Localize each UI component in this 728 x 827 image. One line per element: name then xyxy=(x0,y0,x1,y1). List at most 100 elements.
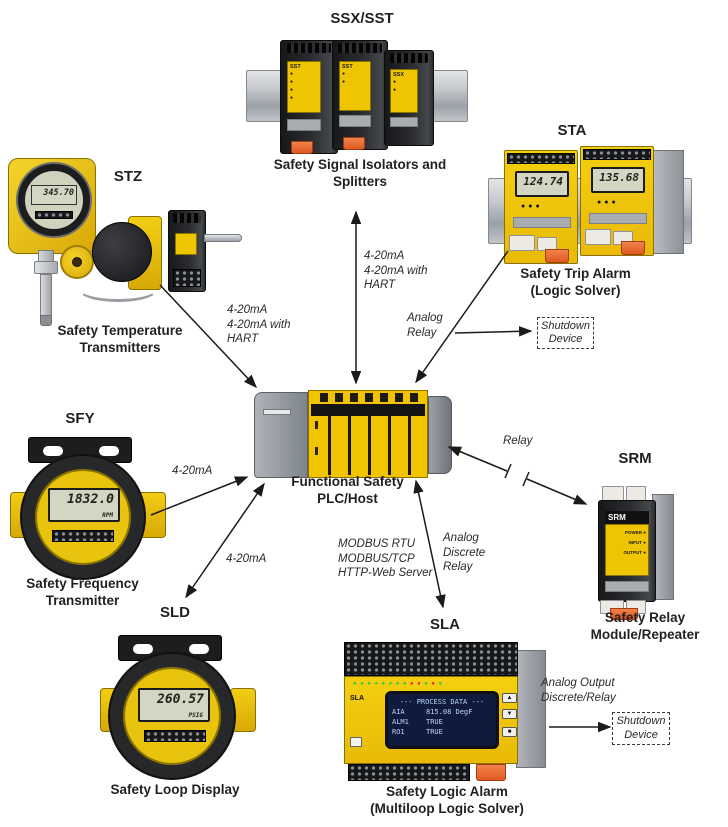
stz-cylinder-body xyxy=(92,222,152,282)
sta-caption: Safety Trip Alarm(Logic Solver) xyxy=(520,266,631,298)
relay-contact-tick-1 xyxy=(504,463,512,479)
sta-module-1-display: 124.74 xyxy=(515,171,569,197)
ssx-module-1-label: SST ●●●● xyxy=(287,61,321,113)
stz-puck-transmitter xyxy=(60,245,94,279)
sla-device-image: ●●●●●●●●●●●●● SLA --- PROCESS DATA --- A… xyxy=(340,636,550,784)
sta-module-1: 124.74 ●●● xyxy=(504,150,578,264)
sla-display-header: --- PROCESS DATA --- xyxy=(399,698,485,706)
plc-vents xyxy=(313,393,423,402)
sla-front-panel: ●●●●●●●●●●●●● SLA --- PROCESS DATA --- A… xyxy=(344,676,518,764)
arrow-sta-shutdown xyxy=(454,326,533,337)
sta-module-2-clip xyxy=(621,241,645,255)
sla-clip xyxy=(476,764,506,781)
ssx-module-3-leds: ●● xyxy=(393,79,399,94)
plc-device-image xyxy=(254,388,454,482)
stz-chain xyxy=(78,276,158,302)
sla-top-terminals xyxy=(344,642,518,676)
sld-bracket-hole-2 xyxy=(189,644,209,654)
plc-cpu-slot-1 xyxy=(315,421,318,429)
ssx-module-2-name: SST xyxy=(342,64,353,70)
ssx-module-1-leds: ●●●● xyxy=(290,71,296,102)
arrow-plc-srm-left xyxy=(447,446,508,472)
sld-conduit-hub-right xyxy=(230,688,256,732)
stz-probe-tube xyxy=(40,274,52,316)
stz-din-module xyxy=(168,210,206,292)
ssx-module-2: SST ●● xyxy=(332,40,388,150)
ssx-module-2-clip xyxy=(343,137,365,150)
ssx-module-1: SST ●●●● xyxy=(280,40,338,154)
ssx-module-3-connector xyxy=(389,53,429,63)
sta-module-2: 135.68 ●●● xyxy=(580,146,654,256)
sla-select-button: ■ xyxy=(502,727,517,737)
sld-plc-link-label: 4-20mA xyxy=(226,553,267,565)
plc-srm-link-label: Relay xyxy=(503,435,533,447)
sfy-code-label: SFY xyxy=(65,410,95,427)
relay-contact-tick-2 xyxy=(522,471,530,487)
plc-band xyxy=(311,404,425,415)
sta-module-2-display: 135.68 xyxy=(591,167,645,193)
ssx-module-1-name: SST xyxy=(290,64,301,70)
stz-din-probe-rod xyxy=(204,234,242,242)
arrow-sld-plc xyxy=(185,482,265,599)
sld-code-label: SLD xyxy=(160,604,190,621)
plc-rack xyxy=(308,390,428,478)
ssx-module-3-label: SSX ●● xyxy=(390,69,418,113)
plc-end-cap xyxy=(428,396,452,474)
sta-module-2-terminals xyxy=(583,149,651,160)
stz-din-module-connector xyxy=(172,213,202,223)
sla-ethernet-port xyxy=(350,737,362,747)
ssx-module-2-tag xyxy=(339,115,371,127)
sta-module-1-buttons: ●●● xyxy=(521,203,543,210)
sta-module-2-buttons: ●●● xyxy=(597,199,619,206)
stz-head-terminals xyxy=(35,211,73,219)
arrow-plc-srm-right xyxy=(526,478,588,505)
ssx-code-label: SSX/SST xyxy=(330,10,394,27)
plc-cpu-slot-2 xyxy=(315,447,318,455)
plc-power-module xyxy=(254,392,308,478)
srm-tag-strip xyxy=(605,581,649,592)
srm-module-body: SRM POWER ● INPUT ● OUTPUT ● xyxy=(598,500,656,602)
srm-clip xyxy=(610,608,638,620)
ssx-module-3-name: SSX xyxy=(393,72,405,78)
sfy-bracket-hole-2 xyxy=(99,446,119,456)
ssx-module-2-label: SST ●● xyxy=(339,61,371,111)
ssx-module-1-tag xyxy=(287,119,321,131)
srm-led-input: INPUT ● xyxy=(628,539,646,545)
sfy-device-image: 1832.0 RPM xyxy=(10,430,168,582)
sta-device-image: 124.74 ●●● 135.68 ●●● xyxy=(488,142,692,268)
plc-power-slot xyxy=(263,409,291,415)
sla-up-button: ▲ xyxy=(502,693,517,703)
ssx-module-1-clip xyxy=(291,141,313,154)
stz-probe-hex xyxy=(34,261,58,274)
ssx-device-image: SST ●●●● SST ●● SSX ●● xyxy=(244,38,470,166)
stz-head-display: 345.70 xyxy=(31,185,77,205)
stz-head-bezel: 345.70 xyxy=(18,164,90,236)
sta-module-1-tag xyxy=(513,217,571,228)
sld-device-image: 260.57 PSIG xyxy=(100,628,258,782)
sla-housing-side xyxy=(516,650,546,768)
sta-housing-side xyxy=(652,150,684,254)
stz-din-module-base xyxy=(173,269,201,287)
sfy-terminal-strip xyxy=(52,530,114,542)
sla-caption: Safety Logic Alarm(Multiloop Logic Solve… xyxy=(370,784,524,816)
plc-io-cards xyxy=(311,415,425,475)
sfy-display: 1832.0 RPM xyxy=(48,488,120,522)
sla-code-label: SLA xyxy=(430,616,460,633)
srm-led-power: POWER ● xyxy=(625,530,646,535)
